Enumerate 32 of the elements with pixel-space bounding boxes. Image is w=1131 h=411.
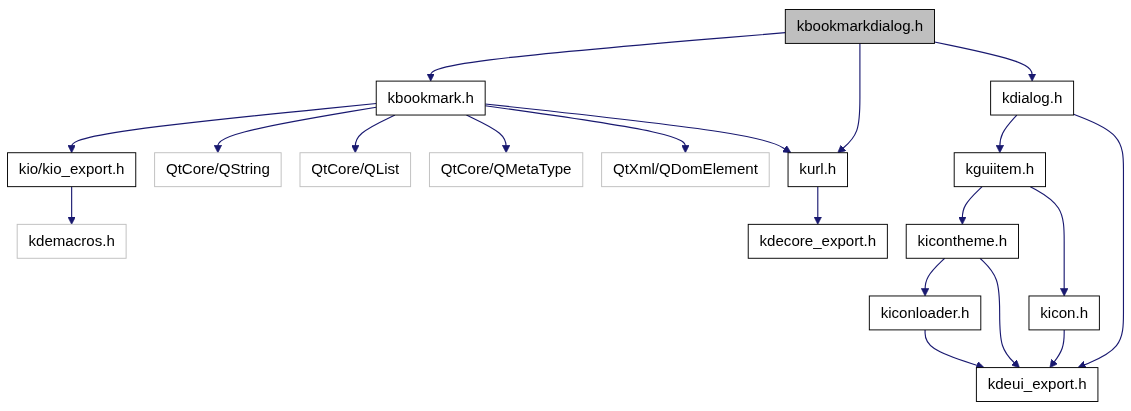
arrow — [1029, 186, 1069, 297]
node-box: QtCore/QMetaType — [428, 152, 584, 188]
node-box: kguiitem.h — [953, 152, 1046, 188]
node-box: kicontheme.h — [905, 223, 1019, 259]
node-box: kiconloader.h — [868, 295, 982, 331]
node-box: kdecore_export.h — [747, 223, 888, 259]
arrow — [484, 103, 792, 154]
node-box: QtCore/QString — [154, 152, 282, 188]
arrow — [813, 186, 822, 225]
node-box: kdemacros.h — [16, 223, 127, 259]
node-box: kdialog.h — [990, 80, 1075, 116]
node-box: QtXml/QDomElement — [601, 152, 770, 188]
arrow — [213, 106, 377, 154]
arrow — [958, 186, 983, 225]
arrow — [1049, 329, 1065, 368]
node-box: kurl.h — [787, 152, 848, 188]
arrow — [933, 41, 1037, 82]
arrow — [920, 257, 946, 297]
node-box: QtCore/QList — [299, 152, 412, 188]
arrow — [484, 105, 690, 154]
node-box: kio/kio_export.h — [7, 152, 137, 188]
node-box: kbookmarkdialog.h — [784, 9, 935, 44]
arrow — [837, 42, 861, 154]
node-box: kdeui_export.h — [975, 367, 1099, 402]
arrow — [1073, 113, 1125, 369]
arrow — [979, 257, 1020, 368]
node-box: kbookmark.h — [375, 80, 486, 116]
node-box: kicon.h — [1028, 295, 1100, 331]
arrow — [995, 114, 1018, 154]
arrow — [67, 102, 377, 154]
arrow — [426, 32, 786, 82]
arrow — [67, 186, 76, 225]
